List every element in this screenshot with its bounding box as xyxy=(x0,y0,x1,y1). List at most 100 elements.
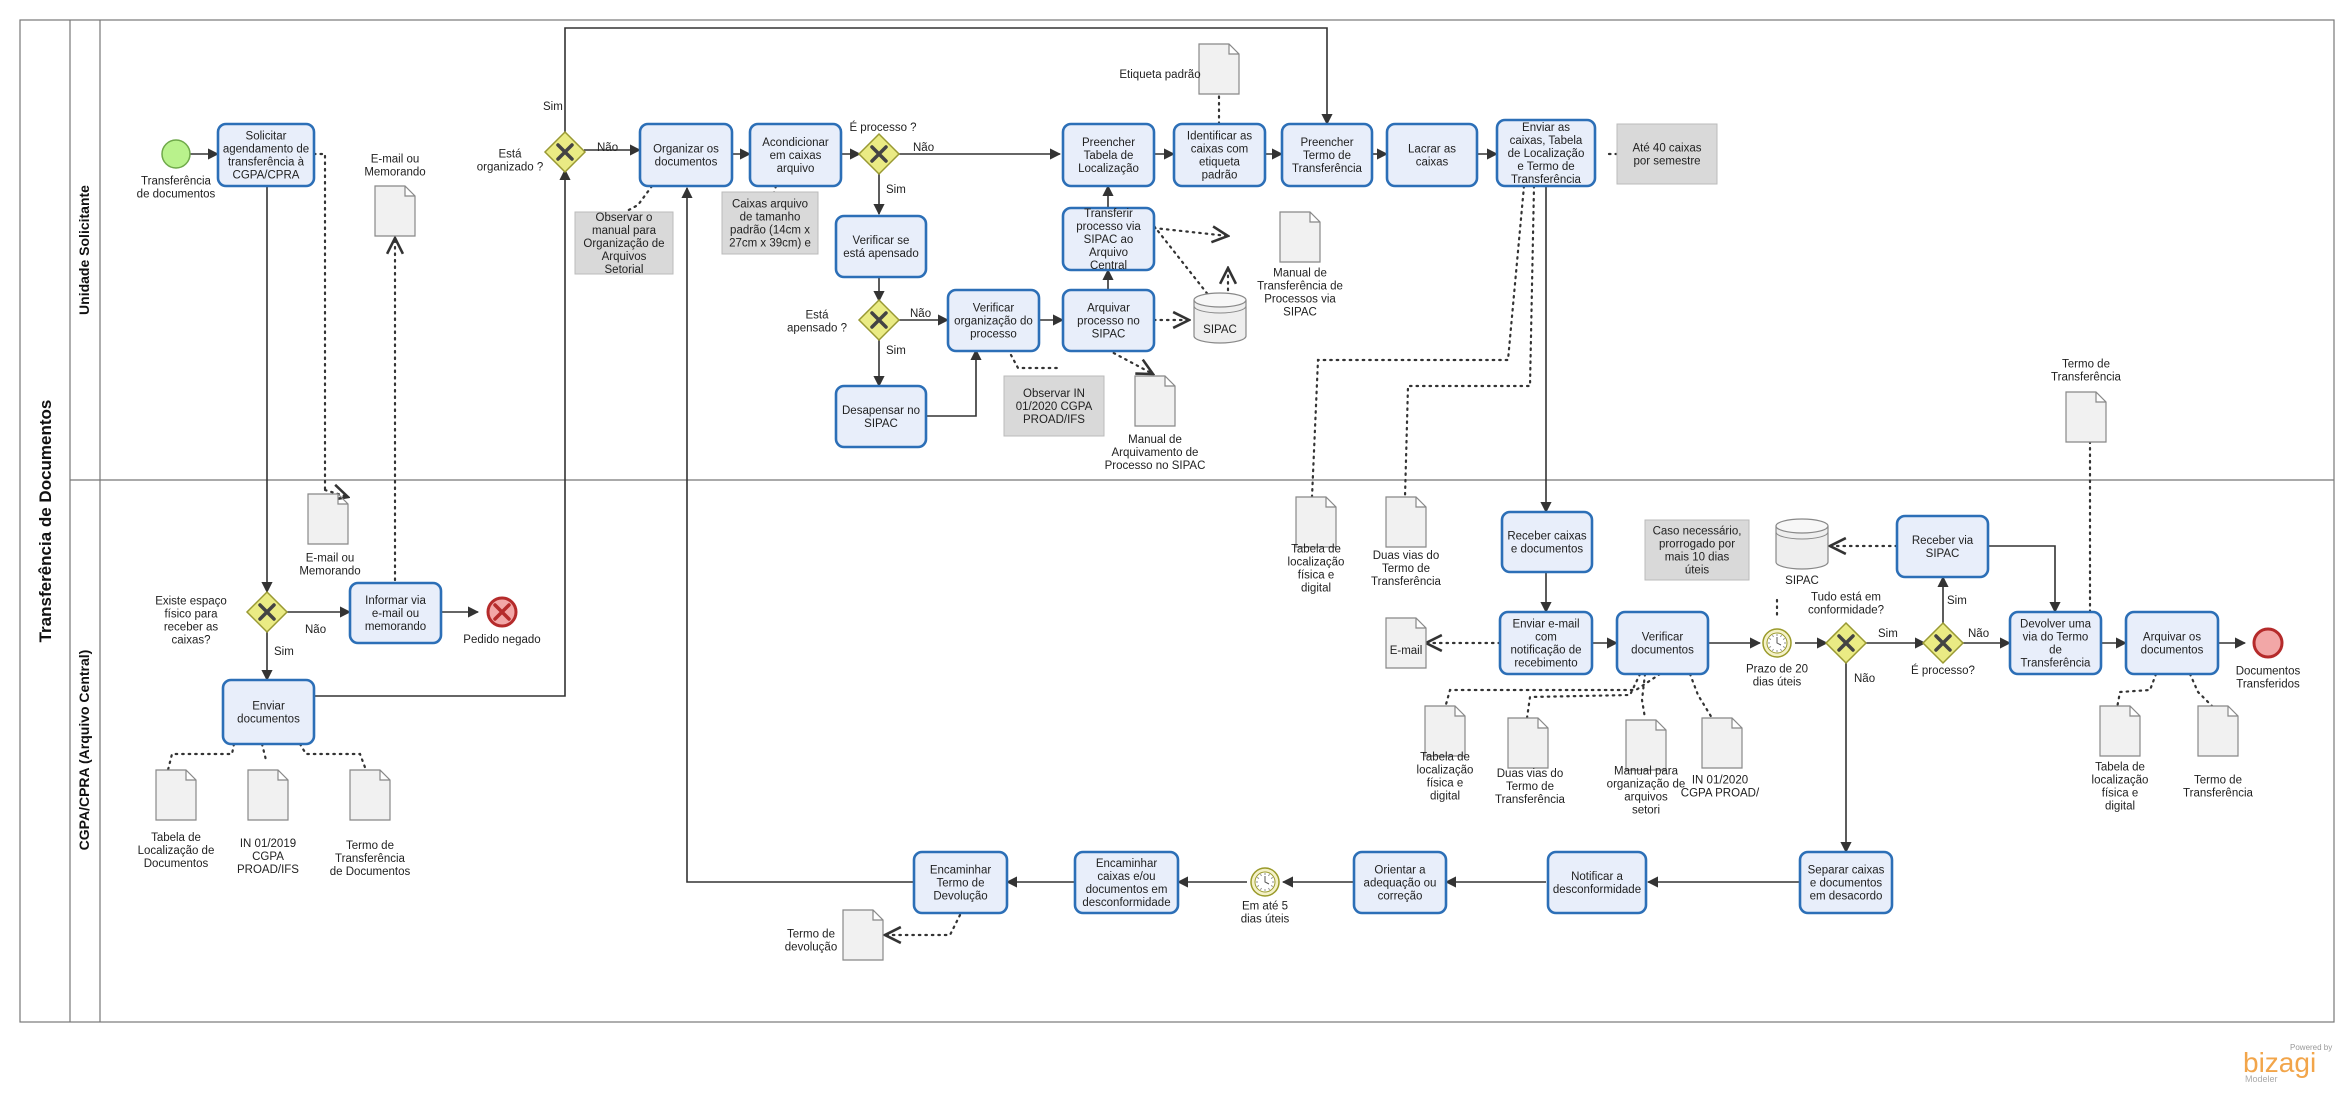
label-sim-apensado: Sim xyxy=(886,345,906,357)
datastore-sipac-top: SIPAC xyxy=(1193,292,1247,344)
modeler-text: Modeler xyxy=(2245,1074,2278,1084)
lane-title-unidade: Unidade Solicitante xyxy=(76,185,92,315)
datastore-sipac-low-label: SIPAC xyxy=(1785,575,1819,587)
flow-labels: Sim Não Não Sim Não Sim Não Sim Sim Não … xyxy=(274,101,1989,685)
label-sim-conformidade: Sim xyxy=(1878,628,1898,640)
end-event-denied[interactable]: Pedido negado xyxy=(463,596,541,646)
doc-email: E-mail xyxy=(1385,617,1427,669)
gateway-e-processo[interactable]: É processo ? xyxy=(849,121,917,176)
gateway-e-processo-2[interactable]: É processo? xyxy=(1911,621,1975,677)
label-nao-apensado: Não xyxy=(910,308,931,320)
label-nao-espaco: Não xyxy=(305,624,326,636)
label-nao-conformidade: Não xyxy=(1854,673,1875,685)
lane-title-cgpa: CGPA/CPRA (Arquivo Central) xyxy=(76,650,92,851)
sequence-flows xyxy=(189,27,2247,888)
label-nao-processo: Não xyxy=(913,142,934,154)
doc-email-label: E-mail xyxy=(1390,645,1423,657)
datastore-sipac-top-label: SIPAC xyxy=(1203,324,1237,336)
